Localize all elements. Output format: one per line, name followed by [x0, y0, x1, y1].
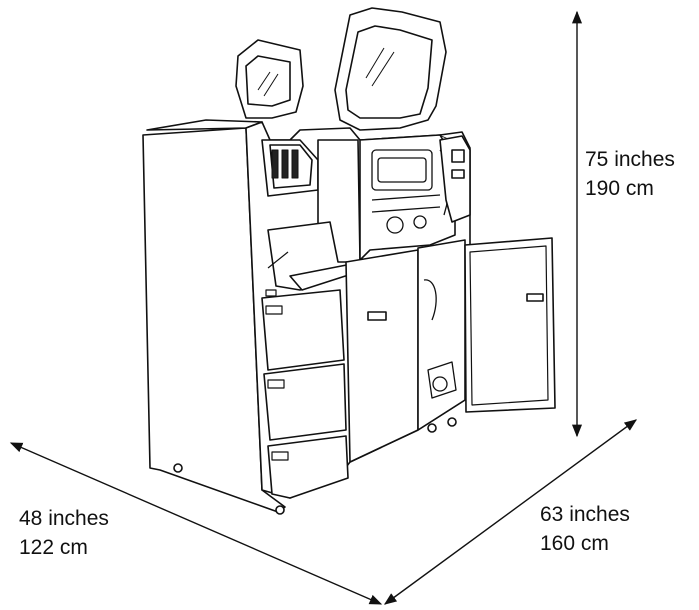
printer-illustration: [142, 7, 556, 515]
depth-arrow: [383, 419, 638, 605]
depth-label: 63 inches 160 cm: [540, 500, 630, 558]
depth-metric: 160 cm: [540, 532, 609, 555]
height-imperial: 75 inches: [585, 148, 675, 171]
width-arrow: [9, 442, 383, 605]
height-metric: 190 cm: [585, 177, 654, 200]
width-label: 48 inches 122 cm: [19, 504, 109, 562]
width-imperial: 48 inches: [19, 507, 109, 530]
width-metric: 122 cm: [19, 536, 88, 559]
depth-imperial: 63 inches: [540, 503, 630, 526]
height-label: 75 inches 190 cm: [585, 145, 675, 203]
